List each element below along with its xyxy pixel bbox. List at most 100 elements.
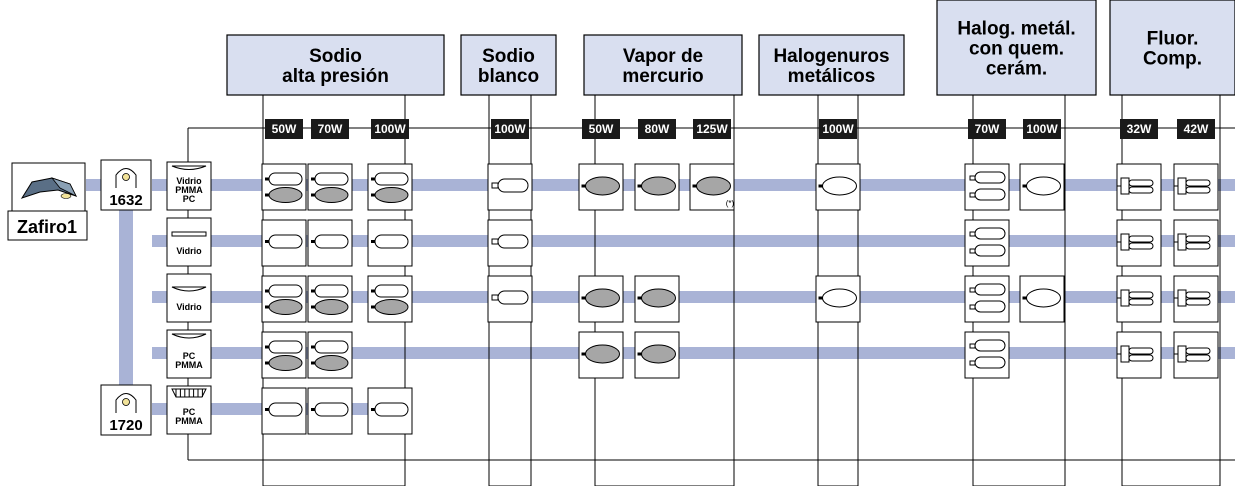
lamp-cap — [1022, 296, 1027, 300]
glass-label: Vidrio — [176, 302, 202, 312]
lamp-fluor-base — [1177, 177, 1187, 195]
lamp-tubular-icon — [374, 402, 409, 417]
lamp-socket — [491, 294, 499, 301]
lamp-cap — [581, 352, 586, 356]
lamp-ceramic-icon — [974, 188, 1006, 201]
lamp-tubular-icon — [374, 234, 409, 249]
lamp-cell-box — [307, 275, 353, 323]
lamp-cap — [265, 408, 269, 411]
lamp-socket — [491, 238, 499, 245]
lamp-tubular-icon — [314, 340, 349, 354]
category-title: Fluor.Comp. — [1143, 29, 1202, 70]
lamp-cap — [265, 289, 269, 293]
lamp-white-tube-icon — [497, 290, 529, 305]
lamp-cap — [265, 177, 269, 181]
lamp-tubular-icon — [314, 284, 349, 298]
lamp-tubular-icon — [268, 340, 303, 354]
lamp-cell-box — [307, 331, 353, 379]
category-header — [1109, 0, 1235, 96]
lamp-cap — [581, 296, 586, 300]
lamp-socket — [969, 343, 976, 349]
lamp-cap — [371, 193, 375, 197]
lamp-cell — [634, 163, 680, 211]
watt-badge — [491, 119, 529, 139]
lamp-tubular-icon — [268, 234, 303, 249]
lamp-halide-icon — [822, 176, 857, 196]
model-1632: 1632 — [100, 159, 152, 211]
lamp-fluor-base — [1120, 233, 1130, 251]
lamp-mercury-icon — [585, 344, 620, 364]
product-name-box — [7, 210, 88, 241]
lamp-white-tube-icon — [497, 178, 529, 193]
lamp-cell — [964, 275, 1010, 323]
lamp-ceramic-icon — [974, 244, 1006, 257]
lamp-cell — [1116, 275, 1162, 323]
lamp-cell-box — [367, 275, 413, 323]
lamp-fluor-tube — [1185, 291, 1211, 299]
lamp-fluor-base — [1120, 345, 1130, 363]
lamp-cell — [261, 275, 307, 323]
watt-badge — [1120, 119, 1158, 139]
lamp-cap — [265, 193, 269, 197]
lamp-fluor-tube — [1185, 186, 1211, 194]
lamp-white-tube-icon — [497, 234, 529, 249]
watt-badge — [819, 119, 857, 139]
lamp-cell — [307, 275, 353, 323]
lamp-socket — [969, 175, 976, 181]
lamp-tubular-icon — [314, 234, 349, 249]
lamp-bulb-icon — [60, 193, 72, 199]
lamp-cell — [1116, 219, 1162, 267]
lamp-socket — [969, 287, 976, 293]
lamp-fluor-base — [1120, 289, 1130, 307]
watt-badge — [1023, 119, 1061, 139]
lamp-tubular-icon — [314, 172, 349, 186]
lamp-cell — [964, 331, 1010, 379]
lamp-ovoid-icon — [268, 355, 303, 371]
watt-label: 50W — [589, 122, 614, 136]
lamp-cap — [311, 305, 315, 309]
lamp-cell — [261, 219, 307, 267]
lamp-ovoid-icon — [268, 299, 303, 315]
lamp-fluor-tube — [1128, 347, 1154, 355]
lamp-cell — [1116, 331, 1162, 379]
lamp-cap — [371, 408, 375, 411]
lamp-cap — [637, 184, 642, 188]
lamp-cell — [689, 163, 735, 211]
lamp-cap — [371, 305, 375, 309]
lamp-tubular-icon — [268, 402, 303, 417]
lamp-cell — [367, 219, 413, 267]
category-header — [758, 34, 905, 96]
lamp-cap — [311, 345, 315, 349]
model-outline-icon — [115, 393, 137, 413]
lamp-fluor-base — [1120, 177, 1130, 195]
lamp-halide-icon — [822, 288, 857, 308]
row-band — [152, 291, 1235, 303]
lamp-ovoid-icon — [314, 187, 349, 203]
glass-cell — [166, 217, 212, 267]
glass-label: Vidrio — [176, 246, 202, 256]
lamp-cap — [692, 184, 697, 188]
lamp-ceramic-icon — [974, 227, 1006, 240]
lamp-ceramic-icon — [974, 171, 1006, 184]
lamp-cap — [265, 240, 269, 243]
lamp-fluor-tube — [1128, 179, 1154, 187]
lamp-cell — [261, 163, 307, 211]
lamp-cell — [487, 163, 533, 211]
footnote-mark: (*) — [726, 199, 735, 208]
lamp-fluor-tube — [1128, 235, 1154, 243]
lamp-fluor-tube — [1185, 235, 1211, 243]
lamp-cap — [1022, 184, 1027, 188]
lamp-cap — [818, 296, 823, 300]
lamp-ceramic-icon — [974, 339, 1006, 352]
lamp-cell — [815, 163, 861, 211]
category-header — [936, 0, 1097, 96]
lamp-mercury-icon — [696, 176, 731, 196]
lamp-cell — [634, 275, 680, 323]
lamp-cell — [487, 275, 533, 323]
